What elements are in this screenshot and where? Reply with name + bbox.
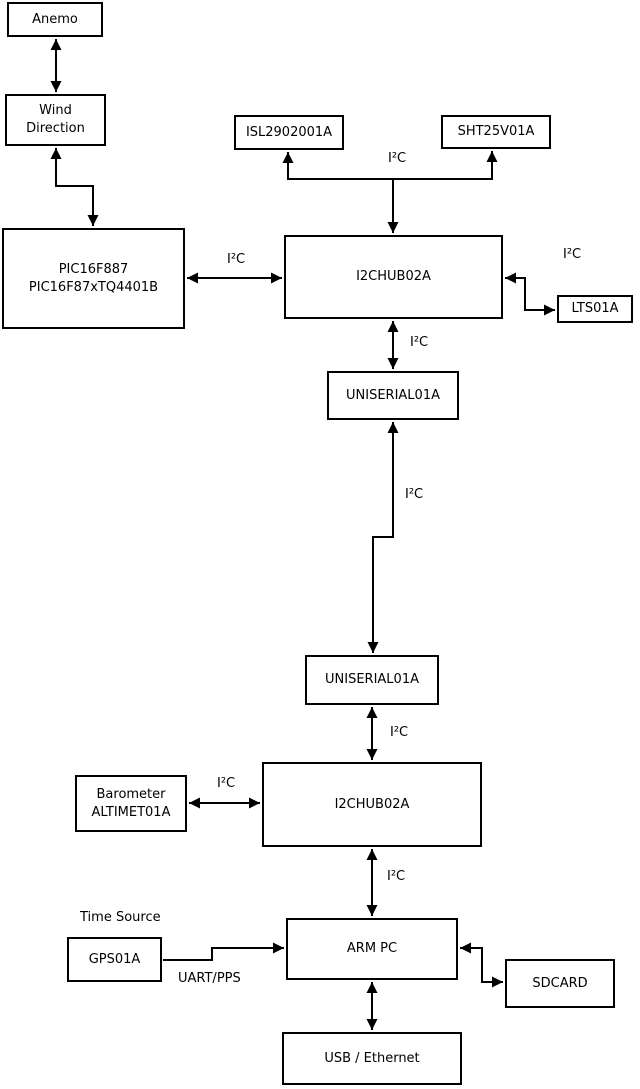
node-i2chub02a-upper: I2CHUB02A [284,235,503,319]
connector-armpc-sdcard [460,942,503,988]
bus-label-i2c-barometer-hub2: I²C [217,776,236,791]
node-wind-direction: Wind Direction [5,94,106,146]
node-lts01a: LTS01A [557,295,633,323]
connector-hub1-isl-sht-bus [282,151,498,180]
node-sdcard: SDCARD [505,959,615,1008]
node-isl2902001a: ISL2902001A [234,115,344,150]
node-sht25v01a: SHT25V01A [441,115,551,149]
bus-label-i2c-hub1-uniserial1: I²C [410,335,429,350]
bus-label-i2c-isl-sht: I²C [388,151,407,166]
node-barometer-altimet01a: Barometer ALTIMET01A [75,775,187,832]
node-uniserial01a-upper: UNISERIAL01A [327,371,459,420]
bus-label-i2c-hub2-armpc: I²C [387,869,406,884]
node-pic16f887: PIC16F887 PIC16F87xTQ4401B [2,228,185,329]
bus-label-i2c-uniserial1-uniserial2: I²C [405,487,424,502]
connector-gps-armpc [163,942,284,961]
connector-hub1-lts [505,272,555,316]
uart-pps-label: UART/PPS [178,971,241,986]
node-arm-pc: ARM PC [286,918,458,980]
connector-uniserial1-uniserial2 [367,422,399,653]
node-anemo: Anemo [7,2,103,37]
node-usb-ethernet: USB / Ethernet [282,1032,462,1085]
connector-wind-pic [50,148,99,226]
time-source-label: Time Source [80,910,161,925]
bus-label-i2c-uniserial2-hub2: I²C [390,725,409,740]
bus-label-i2c-hub1-lts: I²C [563,247,582,262]
node-gps01a: GPS01A [67,937,162,982]
node-i2chub02a-lower: I2CHUB02A [262,762,482,847]
node-uniserial01a-lower: UNISERIAL01A [305,655,439,705]
bus-label-i2c-pic-hub1: I²C [227,252,246,267]
